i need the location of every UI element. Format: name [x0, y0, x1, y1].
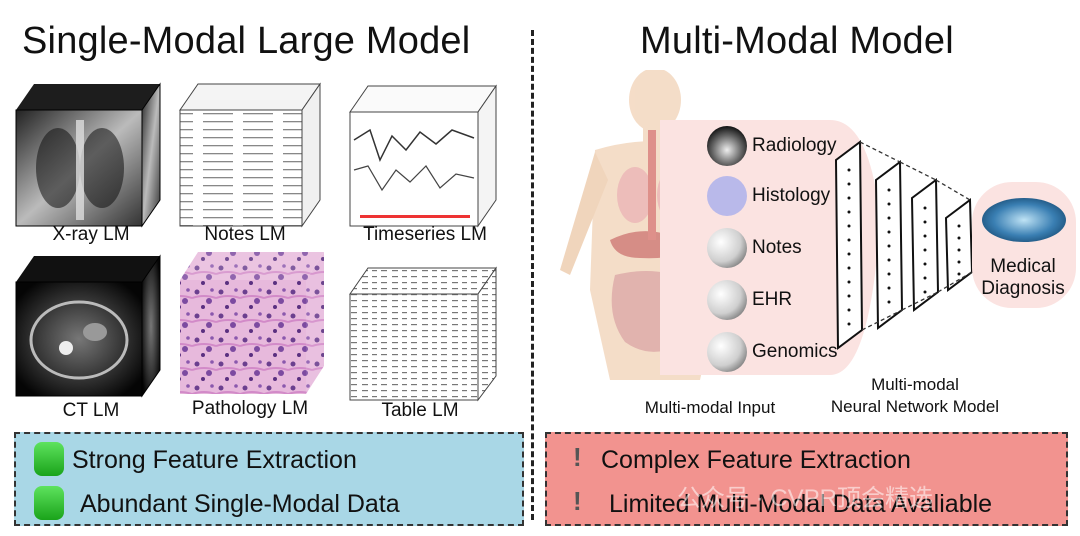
cube-label-pathology: Pathology LM — [191, 398, 309, 419]
medical-diagnosis-label: Medical Diagnosis — [981, 256, 1065, 299]
radiology-icon — [707, 126, 747, 166]
modality-histology: Histology — [752, 185, 831, 206]
layer-connectors — [859, 141, 973, 331]
warning-icon: ! — [573, 486, 582, 516]
pathology-cube — [180, 252, 324, 394]
table-cube — [349, 266, 497, 402]
cube-label-table: Table LM — [381, 400, 459, 421]
neural-network-layers — [834, 140, 974, 350]
multi-modal-feature-box: ! Complex Feature Extraction ! Limited M… — [545, 432, 1068, 526]
feature-limited-data: Limited Multi-Modal Data Avaliable — [609, 490, 993, 518]
input-caption: Multi-modal Input — [644, 398, 776, 417]
warning-icon: ! — [573, 442, 582, 472]
single-modal-title: Single-Modal Large Model — [22, 20, 471, 62]
network-caption: Multi-modal Neural Network Model — [830, 375, 1000, 416]
layer4-dots — [957, 224, 961, 276]
xray-cube — [15, 82, 161, 228]
cube-label-ct: CT LM — [62, 400, 120, 421]
modality-ehr: EHR — [752, 289, 793, 310]
green-check-icon — [34, 442, 64, 476]
modality-genomics: Genomics — [752, 341, 838, 362]
notes-icon — [707, 228, 747, 268]
layer1-dots — [847, 168, 851, 326]
single-modal-cubes — [15, 82, 497, 402]
green-check-icon — [34, 486, 64, 520]
modality-radiology: Radiology — [752, 135, 837, 156]
watermark: 公众号 · CVPR顶会精选 — [677, 485, 934, 512]
genomics-icon — [707, 332, 747, 372]
modality-notes: Notes — [752, 237, 802, 258]
timeseries-cube — [349, 84, 497, 228]
multi-modal-title: Multi-Modal Model — [640, 20, 954, 62]
diagnosis-icon — [982, 198, 1066, 242]
layer3-dots — [923, 206, 927, 294]
histology-icon — [707, 176, 747, 216]
single-modal-feature-box: Strong Feature Extraction Abundant Singl… — [14, 432, 524, 526]
feature-complex-extraction: Complex Feature Extraction — [601, 446, 911, 474]
section-divider — [531, 30, 534, 520]
cube-label-timeseries: Timeseries LM — [363, 224, 487, 245]
feature-strong-extraction: Strong Feature Extraction — [72, 446, 357, 474]
cube-label-xray: X-ray LM — [52, 224, 130, 245]
ct-cube — [15, 254, 161, 398]
feature-abundant-data: Abundant Single-Modal Data — [80, 490, 400, 518]
notes-cube — [179, 82, 321, 228]
layer2-dots — [887, 188, 891, 304]
cube-label-notes: Notes LM — [204, 224, 286, 245]
multi-modal-diagram — [560, 70, 1076, 380]
ehr-icon — [707, 280, 747, 320]
